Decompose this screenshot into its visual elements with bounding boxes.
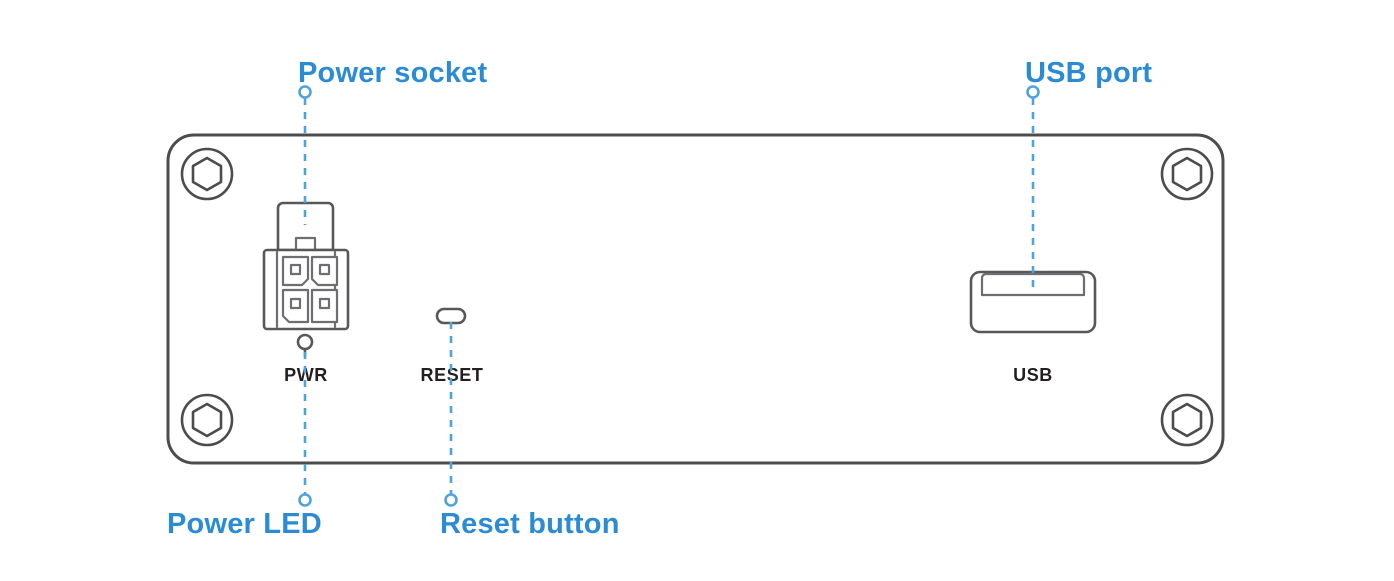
port-label-usb: USB (1013, 365, 1053, 385)
leader-dot-usb-port (1026, 85, 1040, 99)
callout-label-reset-button: Reset button (440, 508, 620, 540)
screw-bottom-right (1160, 393, 1214, 447)
screw-top-right (1160, 147, 1214, 201)
callout-label-power-led: Power LED (167, 508, 322, 540)
leader-dot-power-socket (298, 85, 312, 99)
port-label-pwr: PWR (284, 365, 328, 385)
screw-bottom-left (180, 393, 234, 447)
reset-button-switch[interactable] (435, 307, 467, 325)
power-socket-connector (262, 201, 350, 331)
callout-label-usb-port: USB port (1025, 57, 1152, 89)
leader-dot-reset-button (444, 493, 458, 507)
port-label-reset: RESET (420, 365, 483, 385)
usb-connector (969, 270, 1097, 334)
screw-top-left (180, 147, 234, 201)
power-led-indicator (296, 333, 314, 358)
callout-label-power-socket: Power socket (298, 57, 488, 89)
device-panel (166, 133, 1225, 465)
leader-dot-power-led (298, 493, 312, 507)
